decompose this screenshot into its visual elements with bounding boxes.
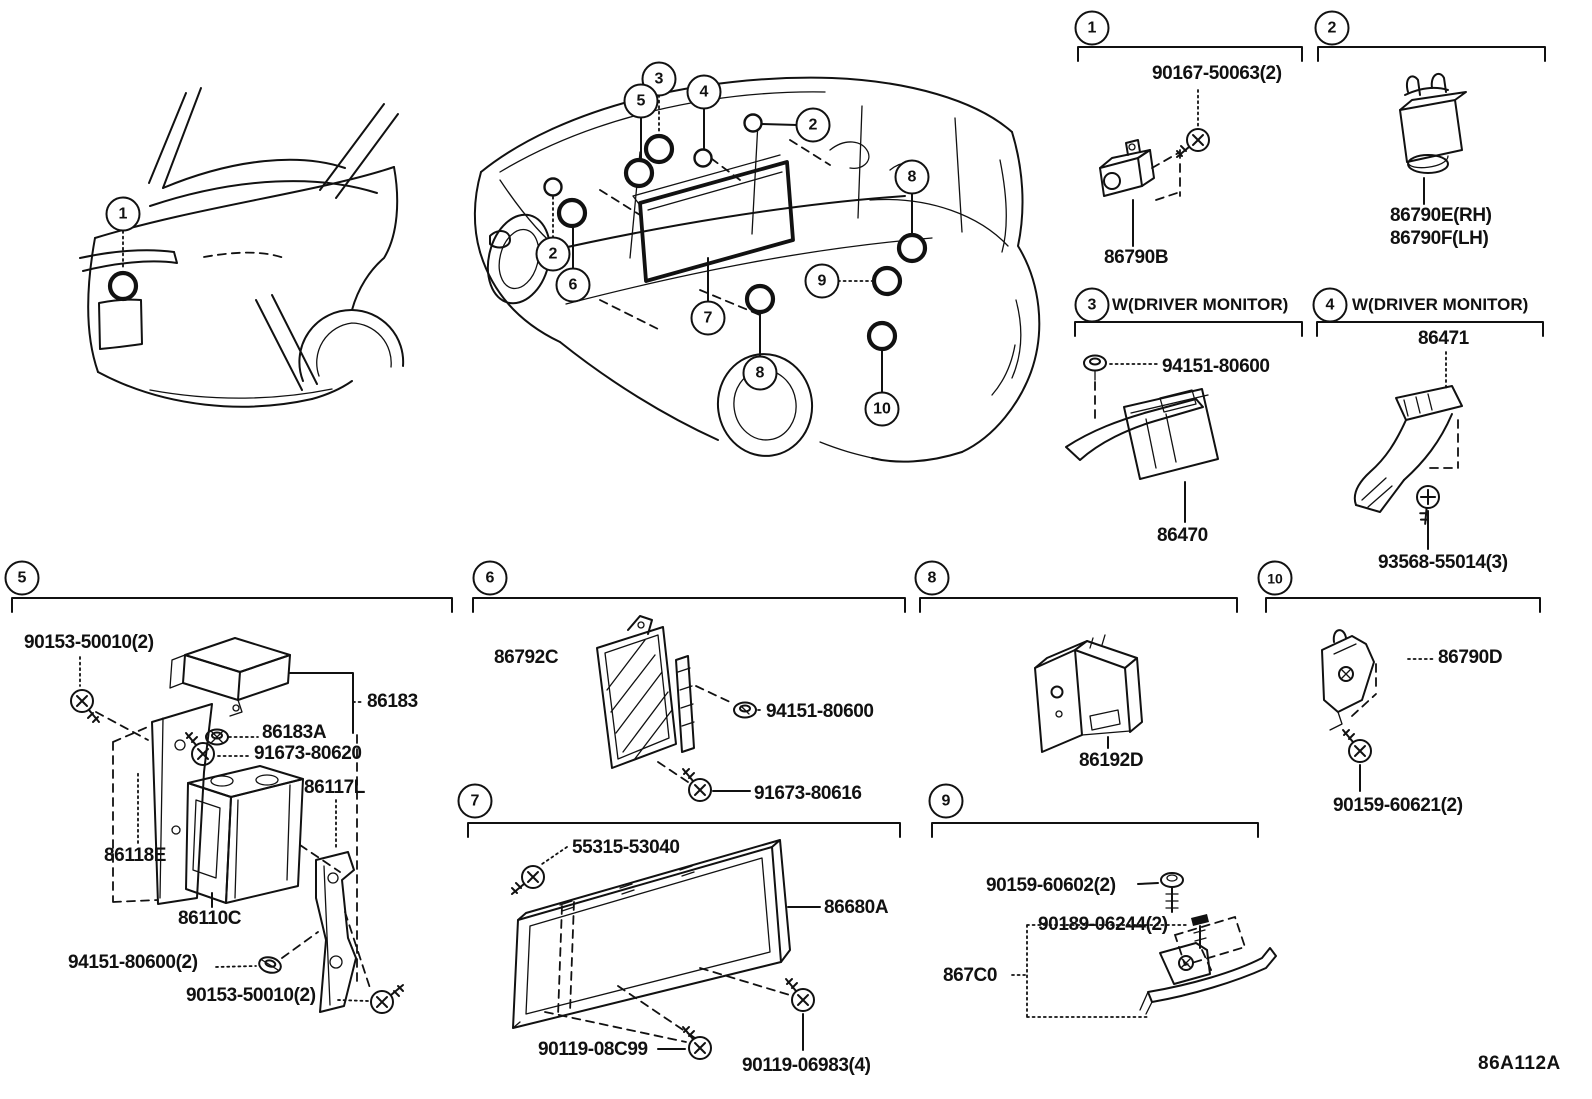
panel8-art [1034, 634, 1143, 753]
part-number: 90153-50010(2) [24, 632, 154, 653]
panel-3-note: W(DRIVER MONITOR) [1112, 295, 1289, 314]
callout-4-van: 4 [686, 74, 722, 110]
callout-10-van: 10 [864, 391, 900, 427]
part-number: 86680A [824, 897, 889, 918]
panel-10-number: 10 [1257, 560, 1293, 596]
callout-8-van-top: 8 [894, 159, 930, 195]
part-number: 86192D [1079, 750, 1144, 771]
panel7-art [511, 839, 821, 1060]
panel-3-number: 3 [1074, 287, 1110, 323]
part-number: 55315-53040 [572, 837, 680, 858]
panel-8-number: 8 [914, 560, 950, 596]
callout-2-van-right: 2 [795, 107, 831, 143]
part-number: 90159-60602(2) [986, 875, 1116, 896]
panel3-art [1065, 354, 1219, 523]
part-number: 90153-50010(2) [186, 985, 316, 1006]
panel6-art [596, 615, 764, 802]
part-number: 86110C [178, 908, 242, 929]
callout-5-van: 5 [623, 83, 659, 119]
panel1-art [1099, 89, 1210, 247]
panel5-art [70, 637, 404, 1014]
part-number: 86790F(LH) [1390, 228, 1489, 249]
part-number: 91673-80616 [754, 783, 862, 804]
part-number: 86471 [1418, 328, 1469, 349]
callout-1-front: 1 [105, 196, 141, 232]
panel-7-number: 7 [457, 783, 493, 819]
panel-4-number: 4 [1312, 287, 1348, 323]
part-number: 86470 [1157, 525, 1208, 546]
part-number: 86790E(RH) [1390, 205, 1492, 226]
panel9-art [1011, 872, 1277, 1018]
part-number: 86792C [494, 647, 559, 668]
part-number: 86183 [367, 691, 418, 712]
panel-2-number: 2 [1314, 10, 1350, 46]
part-number: 90119-06983(4) [742, 1055, 871, 1076]
panel-4-note: W(DRIVER MONITOR) [1352, 295, 1529, 314]
callout-8-van-bottom: 8 [742, 355, 778, 391]
part-number: 90167-50063(2) [1152, 63, 1282, 84]
callout-7-van: 7 [690, 300, 726, 336]
callout-2-van-left: 2 [535, 236, 571, 272]
part-number: 94151-80600 [766, 701, 874, 722]
part-number: 91673-80620 [254, 743, 362, 764]
part-number: 86183A [262, 722, 327, 743]
part-number: 94151-80600(2) [68, 952, 198, 973]
panel10-art [1321, 629, 1435, 792]
callout-6-van: 6 [555, 267, 591, 303]
callout-9-van: 9 [804, 263, 840, 299]
panel4-art [1353, 351, 1463, 550]
part-number: 93568-55014(3) [1378, 552, 1508, 573]
part-number: 86790B [1104, 247, 1169, 268]
panel-9-number: 9 [928, 783, 964, 819]
part-number: 90119-08C99 [538, 1039, 648, 1060]
panel2-art [1399, 72, 1467, 205]
part-number: 86117L [304, 777, 365, 798]
panel-5-number: 5 [4, 560, 40, 596]
part-number: 867C0 [943, 965, 997, 986]
panel-brackets [11, 46, 1546, 838]
side-vehicle-art [473, 76, 1041, 463]
part-number: 86118E [104, 845, 167, 866]
panel-1-number: 1 [1074, 10, 1110, 46]
panel-6-number: 6 [472, 560, 508, 596]
part-number: 90159-60621(2) [1333, 795, 1463, 816]
figure-code: 86A112A [1478, 1053, 1561, 1074]
front-vehicle-art [79, 87, 405, 408]
part-number: 86790D [1438, 647, 1503, 668]
part-number: 94151-80600 [1162, 356, 1270, 377]
part-number: 90189-06244(2) [1038, 914, 1168, 935]
